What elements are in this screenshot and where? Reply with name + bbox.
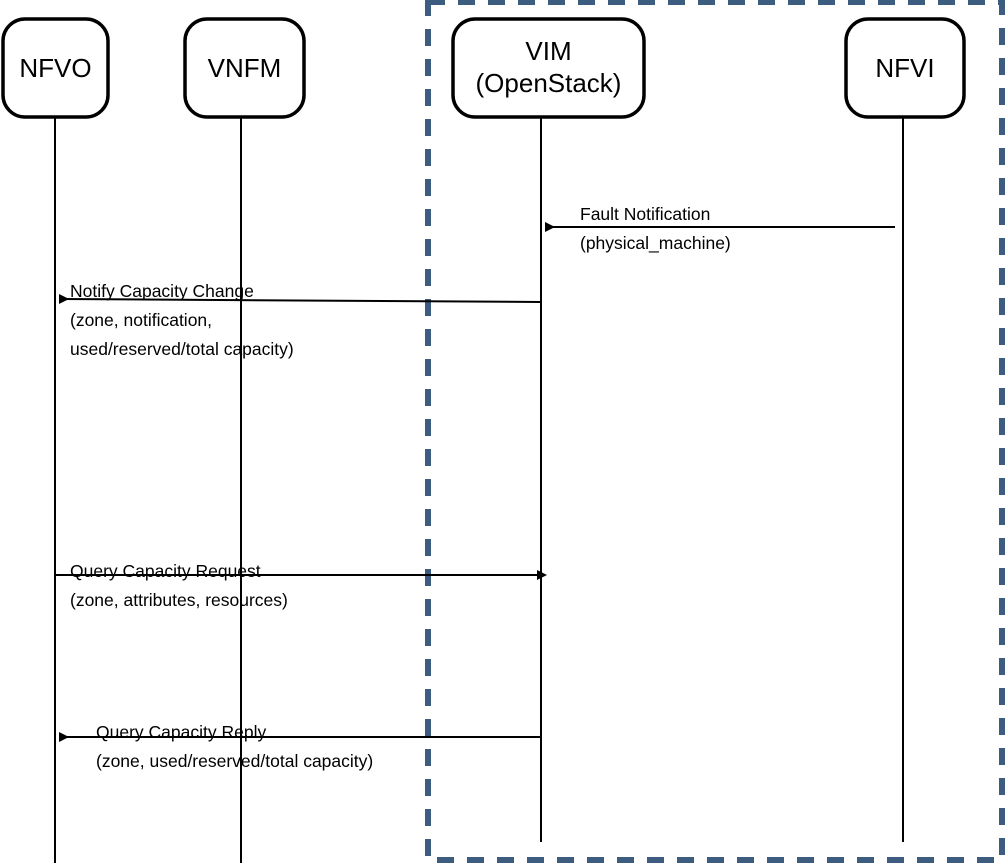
actor-box-nfvo[interactable] [1,17,110,119]
arrow-notify-capacity-change [58,294,542,304]
message-label-fault-notification-line1: Fault Notification [580,204,711,224]
message-label-notify-capacity-change-line1: Notify Capacity Change [70,281,254,301]
message-label-query-capacity-request: Query Capacity Request (zone, attributes… [70,557,288,615]
message-label-query-capacity-reply-line1: Query Capacity Reply [96,722,267,742]
message-label-query-capacity-request-line2: (zone, attributes, resources) [70,590,288,610]
message-label-fault-notification-line2: (physical_machine) [580,233,731,253]
actor-box-vim[interactable] [451,17,646,119]
message-label-query-capacity-reply: Query Capacity Reply (zone, used/reserve… [96,718,373,776]
message-label-notify-capacity-change-line2: (zone, notification, [70,310,213,330]
message-label-query-capacity-reply-line2: (zone, used/reserved/total capacity) [96,751,374,771]
message-label-notify-capacity-change-line3: used/reserved/total capacity) [70,339,294,359]
message-label-fault-notification: Fault Notification (physical_machine) [580,200,731,258]
message-label-notify-capacity-change: Notify Capacity Change (zone, notificati… [70,277,294,364]
message-label-query-capacity-request-line1: Query Capacity Request [70,561,261,581]
vim-nfvi-boundary-box [425,0,1005,863]
actor-box-nfvi[interactable] [844,17,966,119]
actor-box-vnfm[interactable] [183,17,306,119]
